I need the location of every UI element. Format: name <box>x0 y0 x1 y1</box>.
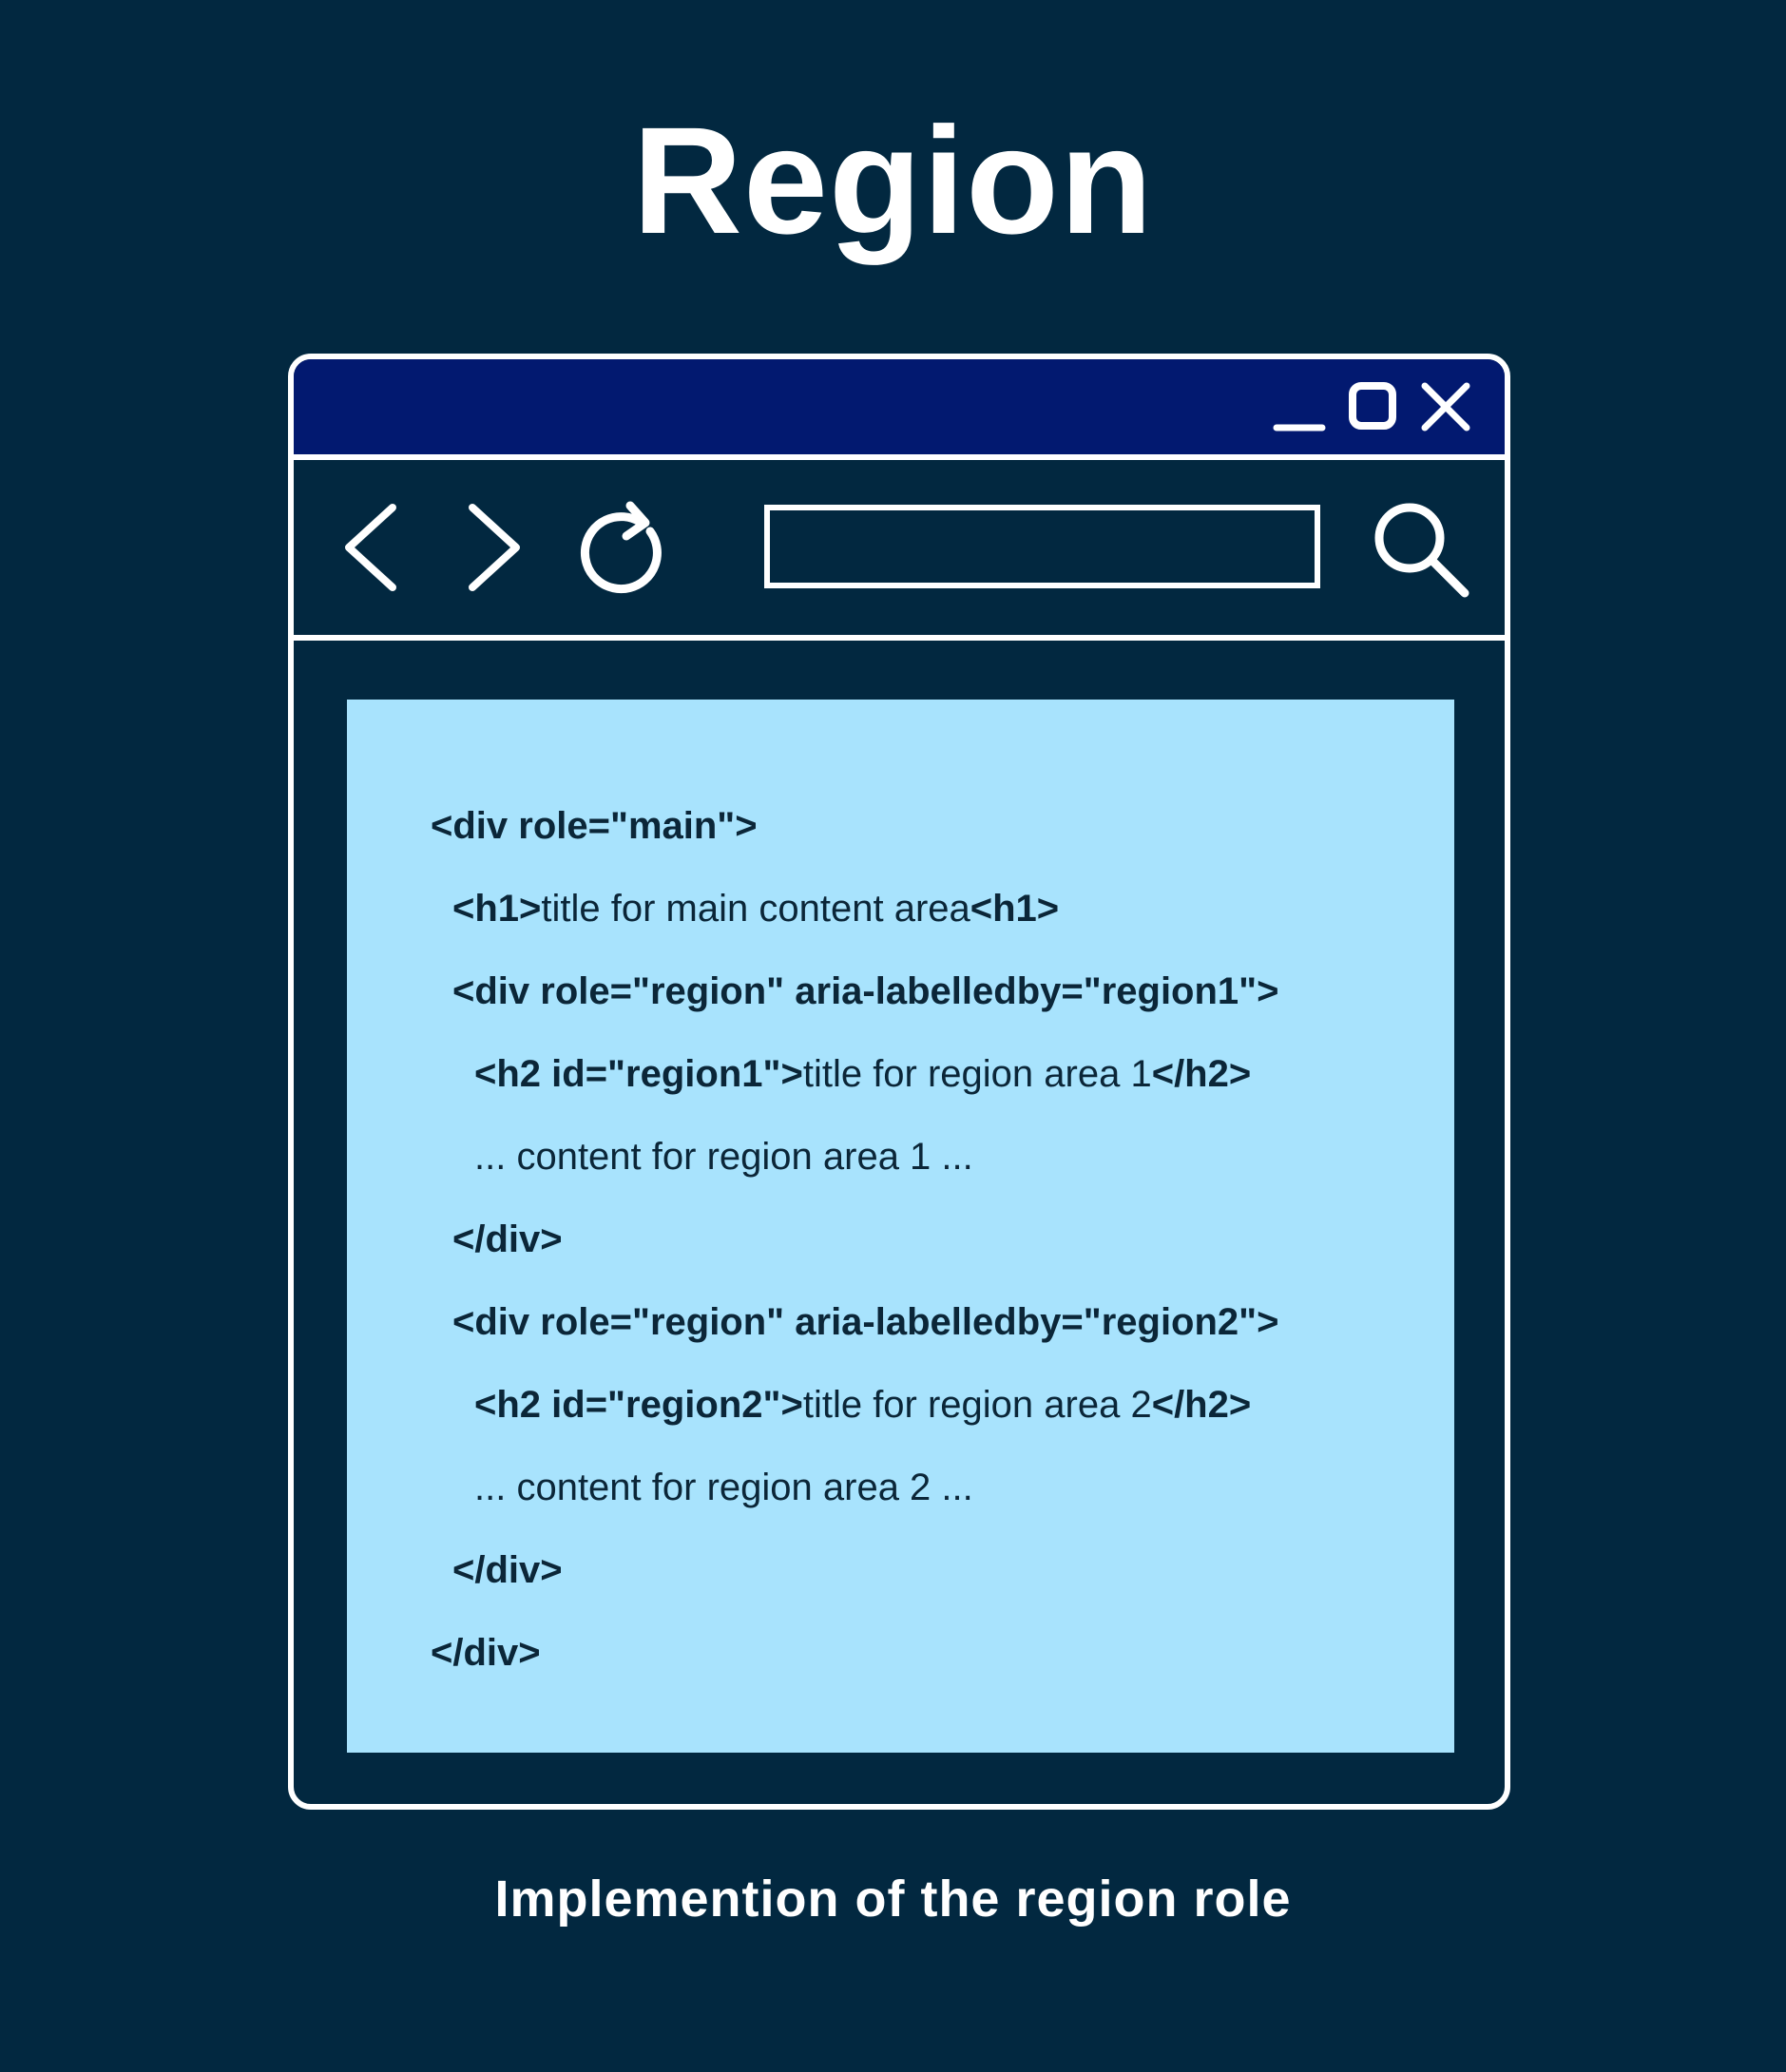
code-tag: <div role="main"> <box>431 805 758 847</box>
code-text: ... content for region area 1 ... <box>474 1136 973 1178</box>
back-arrow-icon[interactable] <box>339 502 408 598</box>
minimize-icon[interactable] <box>1273 380 1326 433</box>
page-title: Region <box>632 95 1154 265</box>
code-close-tag: </h2> <box>1151 1053 1252 1095</box>
code-close-tag: <h1> <box>970 888 1060 930</box>
forward-arrow-icon[interactable] <box>457 502 526 598</box>
address-bar-input[interactable] <box>764 505 1320 588</box>
code-tag: </div> <box>452 1218 563 1260</box>
caption: Implemention of the region role <box>494 1871 1292 1928</box>
code-line: </div> <box>431 1612 1279 1695</box>
code-line: ... content for region area 1 ... <box>431 1116 1279 1199</box>
code-text: title for main content area <box>541 888 970 930</box>
code-block: <div role="main"> <h1>title for main con… <box>431 785 1279 1695</box>
code-tag: <div role="region" aria-labelledby="regi… <box>452 970 1279 1012</box>
code-tag: <h1> <box>452 888 542 930</box>
code-line: <h1>title for main content area<h1> <box>431 868 1279 950</box>
search-icon[interactable] <box>1370 498 1474 607</box>
reload-icon[interactable] <box>579 498 674 602</box>
code-line: </div> <box>431 1199 1279 1281</box>
maximize-icon[interactable] <box>1347 380 1400 433</box>
code-tag: <h2 id="region1"> <box>474 1053 803 1095</box>
code-text: ... content for region area 2 ... <box>474 1467 973 1508</box>
code-close-tag: </h2> <box>1151 1384 1252 1426</box>
code-line: <h2 id="region2">title for region area 2… <box>431 1364 1279 1447</box>
browser-toolbar <box>294 460 1505 641</box>
code-line: ... content for region area 2 ... <box>431 1447 1279 1529</box>
code-line: <div role="main"> <box>431 785 1279 868</box>
code-text: title for region area 2 <box>802 1384 1152 1426</box>
browser-window: <div role="main"> <h1>title for main con… <box>288 354 1510 1810</box>
code-line: <div role="region" aria-labelledby="regi… <box>431 950 1279 1033</box>
code-tag: </div> <box>452 1549 563 1591</box>
code-line: </div> <box>431 1529 1279 1612</box>
code-tag: <h2 id="region2"> <box>474 1384 803 1426</box>
code-tag: </div> <box>431 1632 541 1674</box>
title-bar <box>294 359 1505 460</box>
code-text: title for region area 1 <box>802 1053 1152 1095</box>
code-line: <div role="region" aria-labelledby="regi… <box>431 1281 1279 1364</box>
content-area: <div role="main"> <h1>title for main con… <box>347 700 1454 1753</box>
code-tag: <div role="region" aria-labelledby="regi… <box>452 1301 1279 1343</box>
code-line: <h2 id="region1">title for region area 1… <box>431 1033 1279 1116</box>
close-icon[interactable] <box>1419 380 1472 433</box>
